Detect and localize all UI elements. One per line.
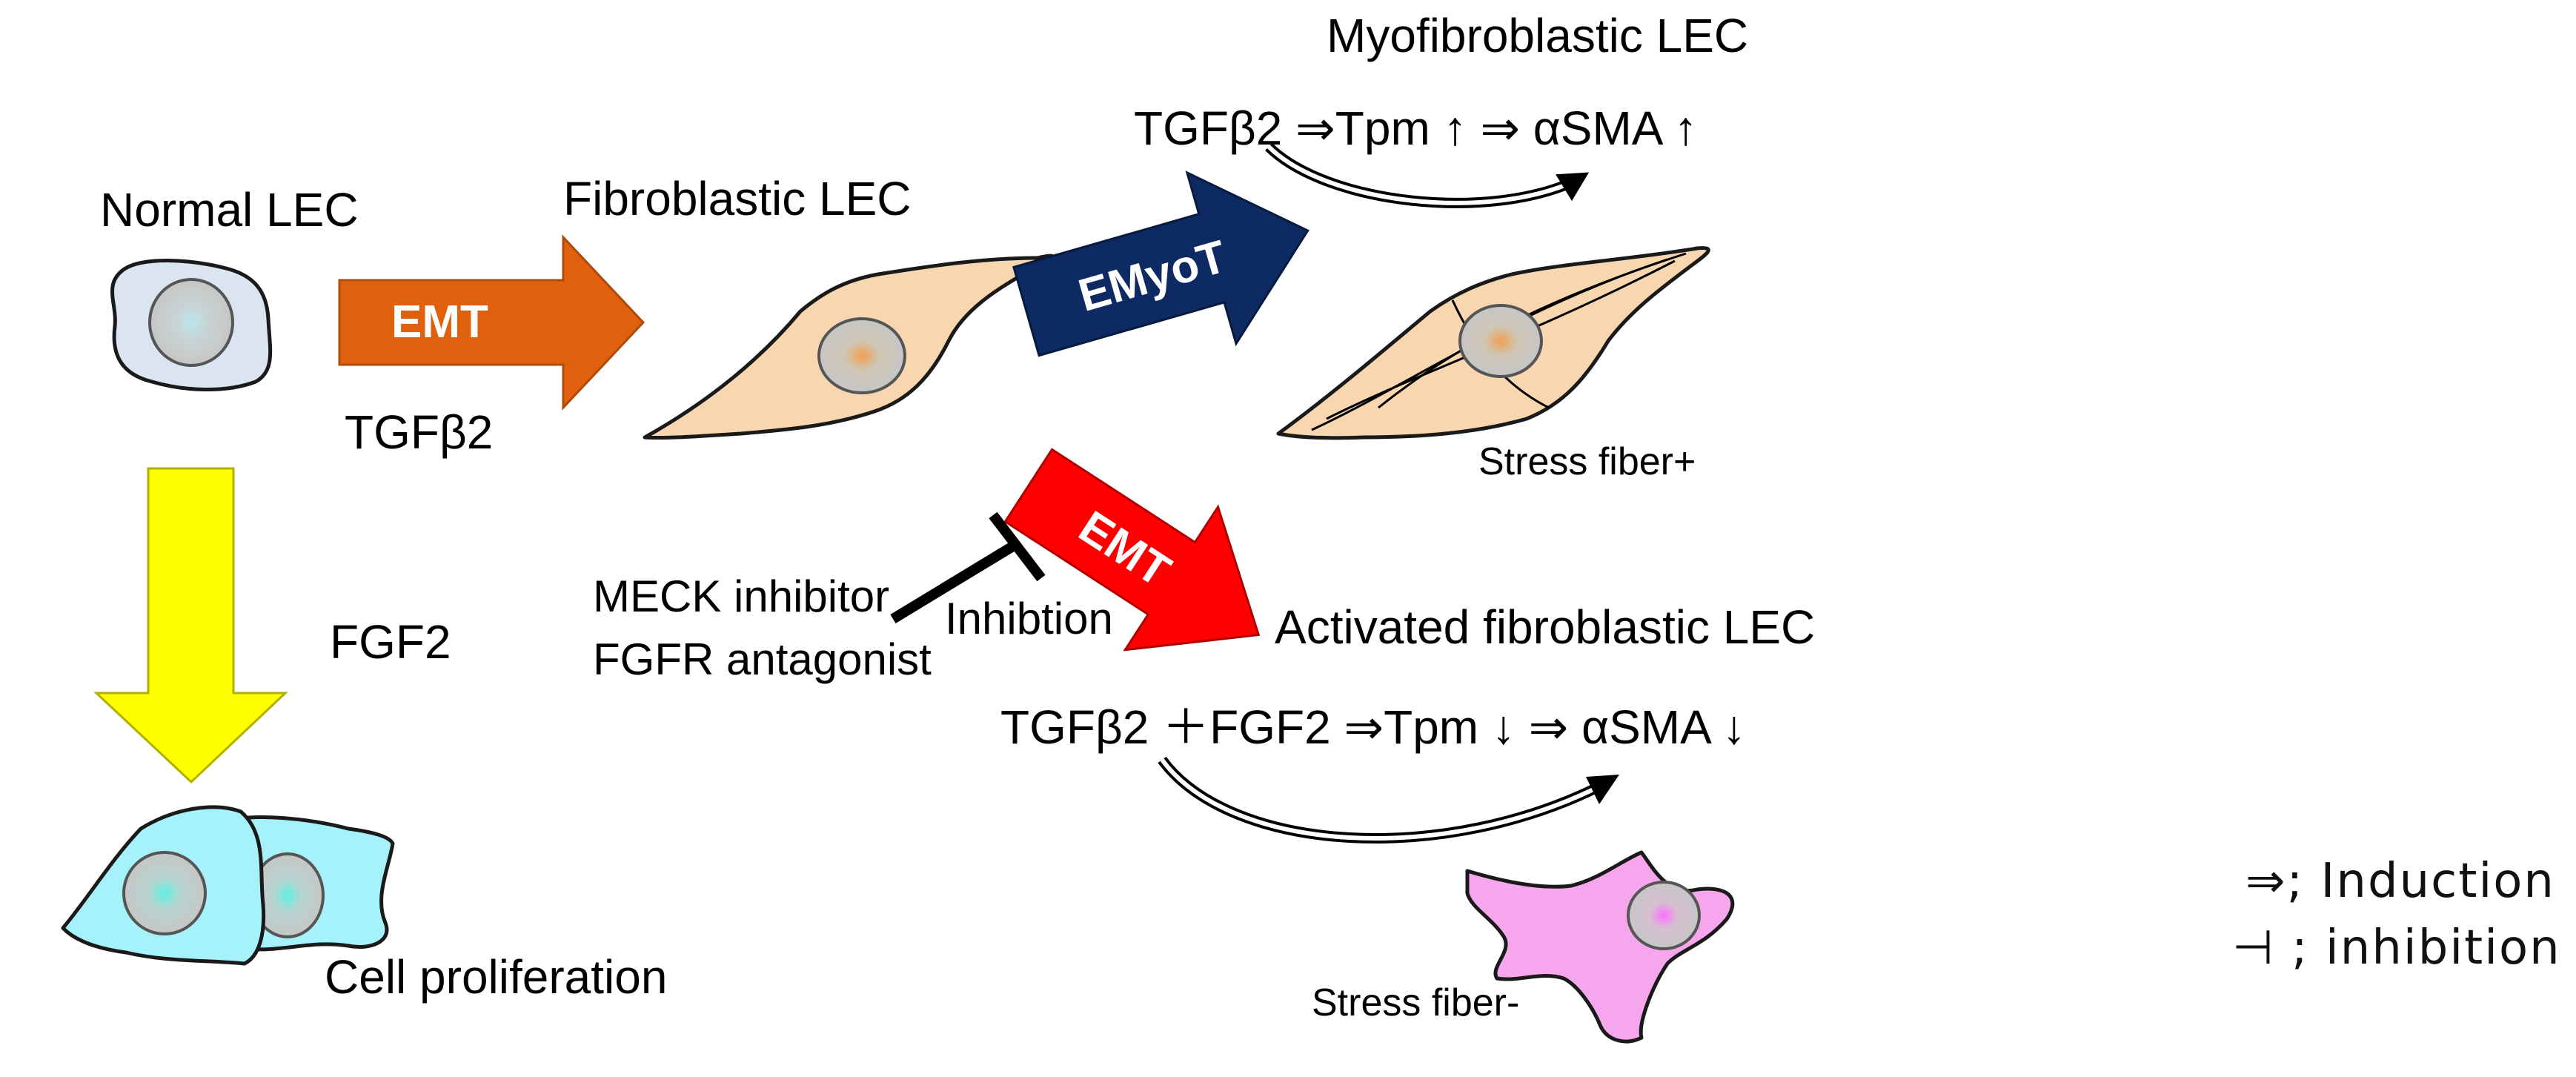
fgf2-label: FGF2 bbox=[330, 615, 451, 669]
stress-fiber-minus-label: Stress fiber- bbox=[1312, 981, 1519, 1024]
tgfb2-label-left: TGFβ2 bbox=[345, 405, 493, 459]
normal-lec-cell bbox=[110, 259, 273, 391]
fgfr-antagonist-label: FGFR antagonist bbox=[593, 634, 932, 684]
myofibroblastic-equation: TGFβ2 ⇒Tpm ↑ ⇒ αSMA ↑ bbox=[1134, 102, 1698, 155]
inhibition-label: Inhibtion bbox=[945, 594, 1113, 643]
myofibroblastic-induction-arrow bbox=[1265, 142, 1590, 208]
stress-fiber-plus-label: Stress fiber+ bbox=[1478, 440, 1696, 483]
myofibroblastic-nucleus bbox=[1458, 304, 1543, 378]
normal-lec-label: Normal LEC bbox=[100, 183, 359, 236]
fibroblastic-nucleus bbox=[817, 317, 906, 394]
myofibroblastic-lec-cell bbox=[1276, 246, 1710, 440]
fibroblastic-lec-label: Fibroblastic LEC bbox=[563, 172, 912, 225]
normal-lec-nucleus bbox=[148, 278, 234, 367]
emt-arrow-top-label: EMT bbox=[391, 296, 488, 348]
fgf2-arrow bbox=[93, 467, 288, 784]
proliferating-cells bbox=[61, 805, 395, 966]
myofibroblastic-lec-label: Myofibroblastic LEC bbox=[1327, 9, 1748, 62]
fibroblastic-lec-cell bbox=[643, 253, 1055, 440]
legend-inhibition: ⊣ ; inhibition bbox=[2232, 921, 2561, 975]
activated-fibroblastic-lec-label: Activated fibroblastic LEC bbox=[1275, 600, 1815, 654]
activated-nucleus bbox=[1627, 881, 1701, 950]
meck-inhibitor-label: MECK inhibitor bbox=[593, 571, 889, 621]
proliferating-nucleus-left bbox=[122, 851, 207, 935]
cell-proliferation-label: Cell proliferation bbox=[325, 950, 667, 1004]
activated-equation: TGFβ2 ＋FGF2 ⇒Tpm ↓ ⇒ αSMA ↓ bbox=[1000, 700, 1746, 754]
legend: ⇒; Induction ⊣ ; inhibition bbox=[2232, 854, 2561, 975]
inhibition-symbol bbox=[890, 511, 1046, 623]
activated-fibroblastic-cell bbox=[1465, 850, 1735, 1044]
legend-induction: ⇒; Induction bbox=[2245, 854, 2555, 909]
activated-induction-arrow bbox=[1158, 756, 1619, 844]
emt-arrow-top: EMT bbox=[338, 234, 645, 411]
emyot-arrow: EMyoT bbox=[1012, 170, 1309, 357]
